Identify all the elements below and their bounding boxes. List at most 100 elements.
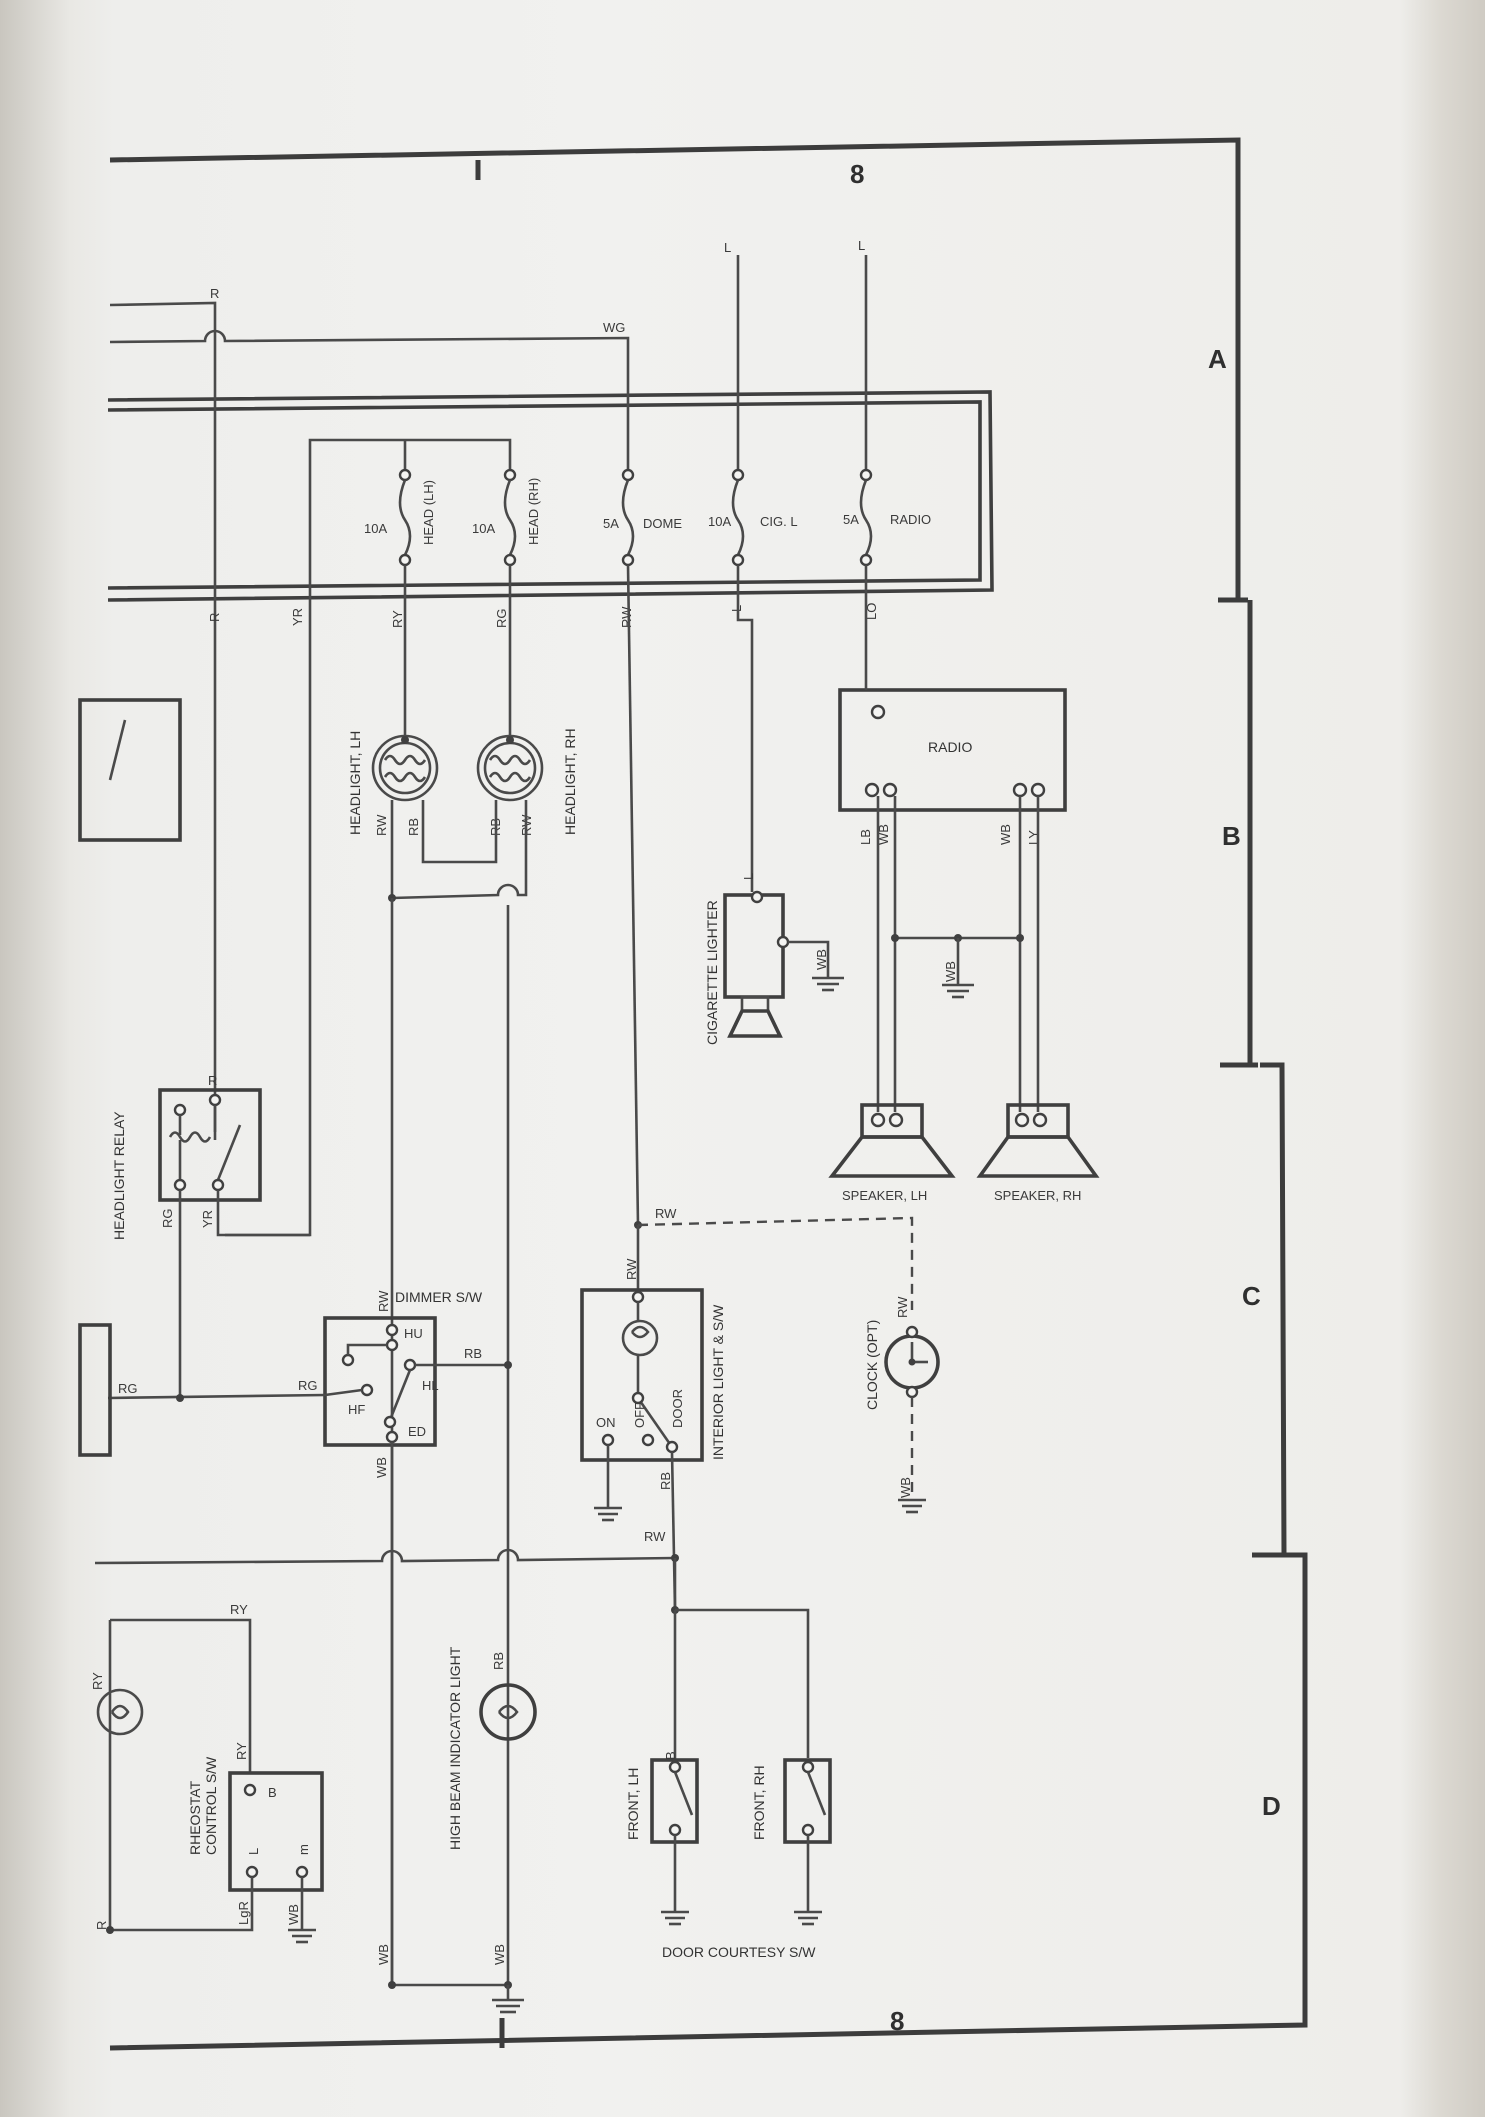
svg-text:SPEAKER, LH: SPEAKER, LH [842,1188,927,1203]
zone-label-c: C [1242,1281,1261,1311]
svg-text:WB: WB [943,961,958,982]
svg-text:ON: ON [596,1415,616,1430]
svg-text:B: B [663,1751,678,1760]
interior-light: ON OFF DOOR INTERIOR LIGHT & S/W RB [580,1288,726,1611]
fuse-box [107,390,994,602]
svg-text:RW: RW [655,1206,677,1221]
fuse-dome: 5A DOME [603,468,682,567]
svg-text:RG: RG [160,1209,175,1229]
svg-text:ED: ED [408,1424,426,1439]
svg-text:WB: WB [286,1904,301,1925]
svg-text:HEADLIGHT, RH: HEADLIGHT, RH [562,728,578,835]
svg-text:DOOR: DOOR [670,1389,685,1428]
wire-label-yr-v: YR [290,608,305,626]
wire-label-l-v: L [729,605,744,612]
rheostat-control-switch: B L m LgR WB RHEOSTATCONTROL S/W [106,1756,324,1944]
svg-text:INTERIOR LIGHT & S/W: INTERIOR LIGHT & S/W [710,1304,726,1460]
svg-text:HEADLIGHT, LH: HEADLIGHT, LH [347,731,363,835]
svg-text:WB: WB [876,824,891,845]
svg-text:10A: 10A [472,521,495,536]
svg-text:SPEAKER, RH: SPEAKER, RH [994,1188,1081,1203]
speaker-rh: SPEAKER, RH [976,1103,1100,1203]
svg-text:RW: RW [644,1529,666,1544]
door-front-lh: B FRONT, LH [625,1751,699,1926]
wire-label-ry-v: RY [390,610,405,628]
svg-text:HF: HF [348,1402,365,1417]
svg-text:CIG. L: CIG. L [760,514,798,529]
svg-text:OFF: OFF [632,1402,647,1428]
svg-text:RY: RY [230,1602,248,1617]
door-courtesy-label: DOOR COURTESY S/W [662,1944,816,1960]
svg-text:WB: WB [998,824,1013,845]
svg-text:L: L [741,873,756,880]
svg-text:10A: 10A [708,514,731,529]
wire-label-l-cig: L [724,240,731,255]
svg-text:DOME: DOME [643,516,682,531]
rw-bus: RW [94,1529,810,1762]
svg-text:WB: WB [376,1944,391,1965]
zone-label-d: D [1262,1791,1281,1821]
svg-text:LB: LB [858,829,873,845]
svg-text:RW: RW [895,1296,910,1318]
svg-text:RW: RW [374,814,389,836]
wire-label-rw-v: RW [619,606,634,628]
svg-text:RB: RB [658,1472,673,1490]
svg-text:RG: RG [118,1381,138,1396]
zone-label-a: A [1208,344,1227,374]
svg-text:RADIO: RADIO [890,512,931,527]
svg-text:HIGH BEAM INDICATOR LIGHT: HIGH BEAM INDICATOR LIGHT [447,1646,463,1850]
svg-text:RY: RY [90,1672,105,1690]
svg-text:FRONT, RH: FRONT, RH [751,1765,767,1840]
speaker-lh: SPEAKER, LH [828,1103,956,1203]
headlight-lh: HEADLIGHT, LH RW RB [347,565,439,836]
svg-text:RADIO: RADIO [928,739,972,755]
svg-text:RB: RB [464,1346,482,1361]
svg-text:R: R [94,1921,109,1930]
headlight-relay: HEADLIGHT RELAY R RG YR [111,1073,310,1398]
wire-label-wg: WG [603,320,625,335]
svg-text:10A: 10A [364,521,387,536]
svg-text:YR: YR [200,1210,215,1228]
fuse-head-lh: 10A HEAD (LH) [364,468,436,567]
fuse-radio: 5A RADIO [843,468,931,567]
clock: CLOCK (OPT) RW WB [864,1296,940,1514]
svg-text:RY: RY [234,1742,249,1760]
svg-text:WB: WB [492,1944,507,1965]
zone-label-b: B [1222,821,1241,851]
rg-line: RG RG [107,1378,326,1402]
svg-text:DIMMER S/W: DIMMER S/W [395,1289,483,1305]
svg-text:RW: RW [376,1290,391,1312]
sheet-number-bottom: 8 [890,2006,904,2036]
high-beam-indicator: RB HIGH BEAM INDICATOR LIGHT [447,1646,537,1850]
svg-text:CIGARETTE LIGHTER: CIGARETTE LIGHTER [704,900,720,1045]
svg-text:B: B [268,1785,277,1800]
svg-text:5A: 5A [603,516,619,531]
svg-text:R: R [208,1073,217,1088]
headlight-rh: HEADLIGHT, RH RB RW [476,565,578,836]
svg-text:HEAD (LH): HEAD (LH) [421,480,436,545]
svg-text:RW: RW [624,1258,639,1280]
wire-label-lo-v: LO [864,603,879,620]
sheet-number-top: 8 [850,159,864,189]
svg-text:CLOCK (OPT): CLOCK (OPT) [864,1320,880,1410]
svg-text:WB: WB [814,949,829,970]
svg-text:RG: RG [298,1378,318,1393]
wire-label-l-radio: L [858,238,865,253]
radio-speaker-wiring: WB [876,796,1040,1112]
svg-text:HL: HL [422,1378,439,1393]
ground-bus: WB WB [376,1944,524,2014]
svg-text:RB: RB [491,1652,506,1670]
sheet-frame [109,137,1308,2051]
svg-text:LgR: LgR [236,1901,251,1925]
cigarette-lighter: L WB CIGARETTE LIGHTER [704,565,844,1045]
left-edge-partial-components [78,698,182,1457]
rheostat-wiring: RY RY RY R [90,1602,252,1930]
wire-label-rg-v: RG [494,609,509,629]
wire-label-r-top: R [210,286,219,301]
wire-label-r-v: R [207,613,222,622]
svg-text:5A: 5A [843,512,859,527]
svg-text:m: m [296,1844,311,1855]
svg-text:RHEOSTATCONTROL S/W: RHEOSTATCONTROL S/W [187,1756,219,1855]
